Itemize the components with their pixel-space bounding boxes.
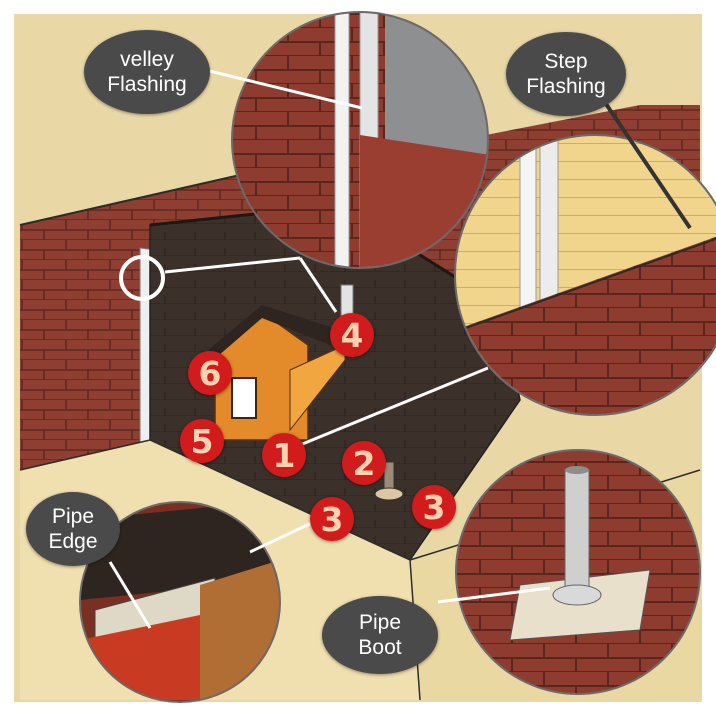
left-brick-wall [20,225,150,470]
valley-flashing-label: velley Flashing [107,48,187,96]
marker-6: 6 [188,351,232,395]
step-flashing-callout: Step Flashing [506,32,626,116]
pipe-edge-label: Pipe Edge [48,505,98,553]
valley-flashing-detail [231,11,489,269]
dormer-roof [208,305,340,356]
step-flashing-label: Step Flashing [526,50,606,98]
marker-2: 2 [342,441,386,485]
pipe-boot-label: Pipe Boot [358,611,402,659]
pipe-boot-detail [455,449,701,695]
marker-5: 5 [180,419,224,463]
step-flashing-detail [454,134,716,416]
dormer-window [231,377,257,419]
pipe-boot-callout: Pipe Boot [322,596,438,674]
marker-4: 4 [330,313,374,357]
marker-3-right: 3 [412,485,456,529]
leader-lines [108,68,551,629]
pipe-edge-callout: Pipe Edge [26,492,120,566]
marker-3-left: 3 [310,497,354,541]
highlight-ring [119,255,165,301]
marker-1: 1 [262,433,306,477]
dormer-side [289,344,346,432]
valley-flashing-callout: velley Flashing [84,30,210,114]
